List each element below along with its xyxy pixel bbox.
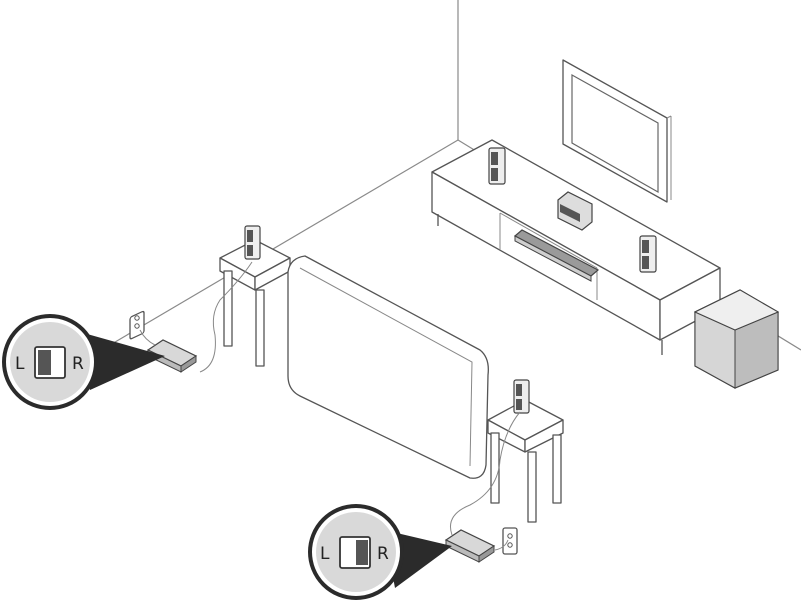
wall-outlet-right xyxy=(502,527,518,555)
callout-left: L R xyxy=(2,314,165,410)
media-console xyxy=(431,139,721,355)
center-speaker xyxy=(557,191,593,231)
callout-bottom-r-label: R xyxy=(377,544,389,564)
front-right-speaker xyxy=(639,235,657,273)
soundbar xyxy=(513,229,600,282)
speaker-cables xyxy=(139,261,521,551)
rear-left-speaker xyxy=(244,225,261,260)
callout-bottom: L R xyxy=(308,504,452,600)
callout-left-l-label: L xyxy=(15,354,25,374)
wall-outlet-left xyxy=(129,310,145,340)
subwoofer xyxy=(693,289,780,389)
television xyxy=(562,59,672,203)
callout-left-r-label: R xyxy=(72,354,84,374)
front-left-speaker xyxy=(488,147,506,185)
wireless-receiver-right xyxy=(444,529,496,563)
sofa xyxy=(287,255,489,479)
side-table-right xyxy=(487,399,564,523)
rear-right-speaker xyxy=(513,379,530,414)
callout-bottom-l-label: L xyxy=(320,544,330,564)
